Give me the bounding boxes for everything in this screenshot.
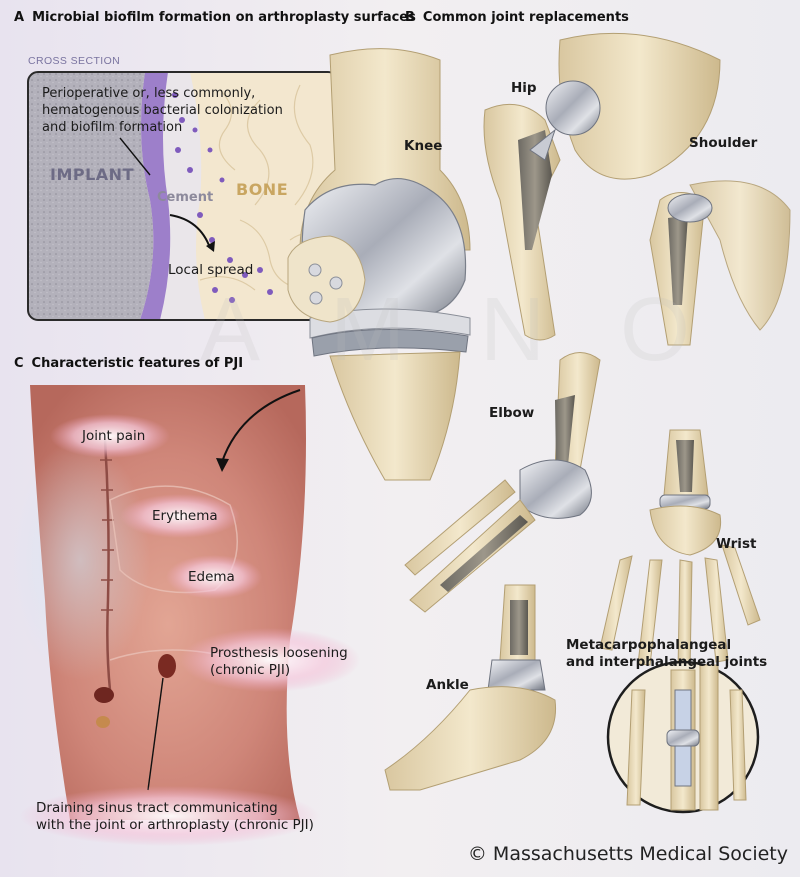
panel-b-title-text: Common joint replacements [422,10,629,25]
knee-label: Knee [404,138,443,154]
sinus-tract-label-line2: with the joint or arthroplasty (chronic … [36,817,314,833]
hip-label: Hip [511,80,537,96]
ankle-label: Ankle [426,677,469,693]
prosthesis-loosening-label-line2: (chronic PJI) [210,662,291,678]
panel-b-title: B Common joint replacements [405,10,629,25]
bone-label: BONE [236,180,289,199]
panel-a-title-text: Microbial biofilm formation on arthropla… [32,10,416,25]
panel-c-title-text: Characteristic features of PJI [31,356,244,371]
knee-skin-art [10,385,360,820]
panel-a-title: A Microbial biofilm formation on arthropl… [14,10,416,25]
panel-a-letter: A [14,10,25,25]
wrist-label: Wrist [716,536,757,552]
colonization-annotation-line3: and biofilm formation [42,120,183,135]
shoulder-label: Shoulder [689,135,758,151]
svg-text:A M N O: A M N O [200,280,715,380]
elbow-replacement-art [404,352,601,613]
edema-label: Edema [188,569,235,585]
colonization-annotation-line2: hematogenous bacterial colonization [42,103,283,118]
implant-label: IMPLANT [50,165,134,184]
joint-pain-label: Joint pain [82,428,146,444]
cross-section-heading: CROSS SECTION [28,55,121,67]
mcp-label-line1: Metacarpophalangeal [566,637,732,653]
colonization-annotation-line1: Perioperative or, less commonly, [42,86,256,101]
panel-c-title: C Characteristic features of PJI [14,356,243,371]
copyright-notice: © Massachusetts Medical Society [467,843,788,865]
panel-c-letter: C [14,356,24,371]
wrist-and-hand-art [599,429,761,814]
elbow-label: Elbow [489,405,535,421]
panel-b-letter: B [405,10,415,25]
erythema-label: Erythema [152,508,218,524]
hip-replacement-art [483,32,721,341]
cross-section-box [27,71,339,321]
knee-replacement-art [287,48,471,481]
shoulder-replacement-art [649,180,791,346]
ankle-replacement-art [384,584,557,791]
cement-label: Cement [157,190,214,205]
mcp-label-line2: and interphalangeal joints [566,654,768,670]
local-spread-label: Local spread [168,262,254,278]
prosthesis-loosening-label-line1: Prosthesis loosening [210,645,348,661]
sinus-tract-label-line1: Draining sinus tract communicating [36,800,278,816]
